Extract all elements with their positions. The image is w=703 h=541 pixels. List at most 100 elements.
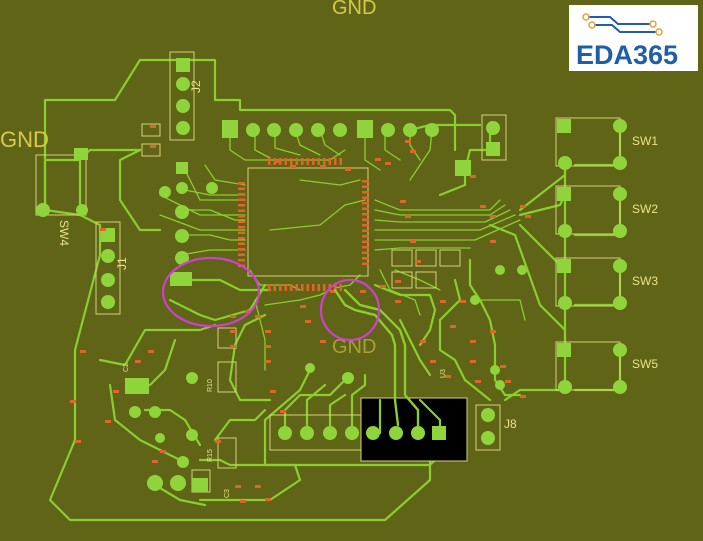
sw5-pad-1	[557, 343, 571, 357]
j1-pad-4	[101, 295, 115, 309]
c-ic-right-4	[391, 271, 413, 289]
smd-pad-90	[135, 360, 141, 363]
smd-pad-16	[362, 180, 369, 183]
smd-pad-112	[320, 340, 326, 343]
sw2-pad-4	[613, 224, 627, 238]
gnd-net-label-mid: GND	[332, 336, 376, 358]
smd-pad-47	[273, 158, 276, 165]
smd-pad-64	[290, 165, 296, 168]
sw4-pad-2	[36, 203, 50, 217]
connector-pad-3	[411, 426, 425, 440]
smd-pad-117	[230, 315, 236, 318]
header-top-pad-3	[267, 123, 281, 137]
smd-pad-116	[255, 315, 261, 318]
connector-pad-2	[389, 426, 403, 440]
smd-pad-111	[305, 320, 311, 323]
left-pad-g	[159, 186, 171, 198]
sw3-pad-2	[613, 259, 627, 273]
smd-pad-109	[330, 290, 336, 293]
smd-pad-22	[362, 213, 369, 216]
right-pad-c	[470, 295, 480, 305]
sw1-outline	[555, 117, 621, 167]
gnd-net-label-left: GND	[0, 127, 49, 152]
j2-pad-1	[176, 58, 190, 72]
sw5-pad-3	[558, 380, 572, 394]
smd-pad-42	[323, 284, 326, 291]
smd-pad-95	[215, 440, 221, 443]
c-ic-right-3	[439, 249, 461, 267]
ic-outline	[247, 167, 369, 277]
smd-pad-105	[445, 375, 451, 378]
smd-pad-7	[238, 220, 245, 223]
smd-pad-10	[238, 237, 245, 240]
right-pad-e	[495, 380, 505, 390]
smd-pad-36	[290, 284, 293, 291]
sw5-pad-2	[613, 343, 627, 357]
logo-text: EDA365	[576, 40, 678, 70]
left-pad-b	[176, 182, 188, 194]
sw4-pad-1	[74, 148, 88, 160]
j1-pad-2	[101, 249, 115, 263]
smd-pad-107	[475, 380, 481, 383]
smd-pad-51	[295, 158, 298, 165]
smd-pad-56	[323, 158, 326, 165]
sw2-pad-1	[557, 187, 571, 201]
smd-pad-17	[362, 185, 369, 188]
left-annotation-circle	[161, 256, 261, 328]
smd-pad-70	[410, 150, 416, 153]
smd-pad-73	[490, 215, 496, 218]
ref-j1: J1	[115, 257, 129, 270]
ref-c2: C2	[123, 363, 130, 372]
c-top-left-outline	[141, 123, 161, 137]
smd-pad-26	[362, 235, 369, 238]
header-top-pad-5	[311, 123, 325, 137]
smd-pad-96	[235, 485, 241, 488]
sw5-outline	[555, 341, 621, 391]
smd-pad-11	[238, 242, 245, 245]
smd-pad-27	[362, 240, 369, 243]
smd-pad-21	[362, 207, 369, 210]
sw1-pad-4	[613, 156, 627, 170]
center-header-pad-4	[345, 426, 359, 440]
smd-pad-92	[105, 420, 111, 423]
smd-pad-20	[362, 202, 369, 205]
bl-pad-9	[192, 478, 208, 492]
sw3-pad-4	[613, 296, 627, 310]
smd-pad-80	[470, 340, 476, 343]
ref-sw4: SW4	[57, 220, 71, 246]
right-pad-a	[495, 265, 505, 275]
smd-pad-62	[100, 228, 106, 231]
smd-pad-50	[290, 158, 293, 165]
smd-pad-23	[362, 218, 369, 221]
smd-pad-2	[238, 193, 245, 196]
smd-pad-71	[470, 175, 476, 178]
smd-pad-81	[490, 330, 496, 333]
left-pad-h	[170, 272, 192, 286]
smd-pad-49	[284, 158, 287, 165]
ref-sw3: SW3	[632, 274, 658, 288]
smd-pad-53	[306, 158, 309, 165]
gnd-net-label-top: GND	[332, 0, 376, 19]
j8-outline	[475, 404, 501, 451]
smd-pad-5	[238, 209, 245, 212]
smd-pad-88	[265, 360, 271, 363]
smd-pad-118	[400, 200, 406, 203]
ref-r15: R15	[207, 449, 214, 462]
smd-pad-77	[440, 300, 446, 303]
smd-pad-103	[420, 340, 426, 343]
j2-outline	[169, 51, 195, 141]
smd-pad-40	[312, 284, 315, 291]
sw3-pad-1	[557, 259, 571, 273]
j8-pad-2	[481, 431, 495, 445]
smd-pad-122	[395, 280, 401, 283]
smd-pad-108	[505, 380, 511, 383]
smd-pad-1	[238, 187, 245, 190]
mid-pad-2	[305, 363, 315, 373]
smd-pad-31	[362, 262, 369, 265]
smd-pad-113	[270, 390, 276, 393]
bl-pad-5	[186, 429, 198, 441]
eda365-logo: EDA365	[569, 5, 698, 71]
center-header-pad-2	[300, 426, 314, 440]
ref-c3: C3	[224, 489, 231, 498]
smd-pad-37	[295, 284, 298, 291]
